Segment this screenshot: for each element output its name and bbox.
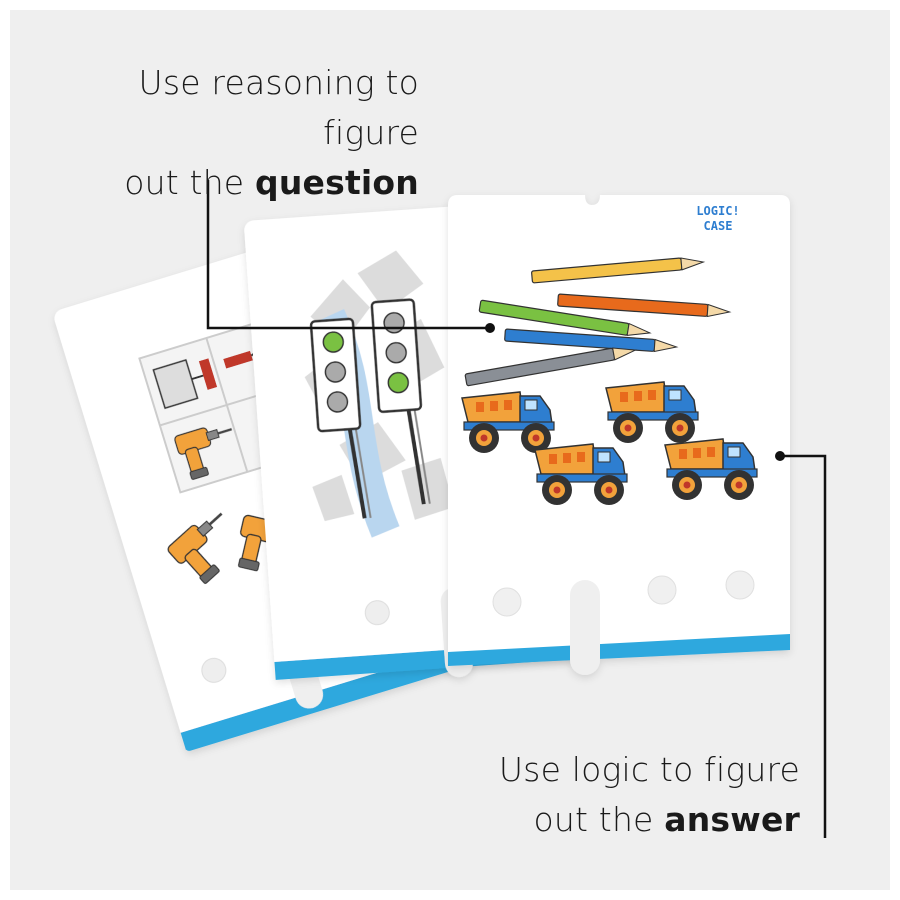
caption-question-prefix: out the bbox=[124, 163, 255, 202]
caption-answer-prefix: out the bbox=[533, 800, 665, 839]
svg-text:CASE: CASE bbox=[704, 219, 733, 233]
cards-illustration: LOGIC! CASE bbox=[54, 180, 827, 838]
caption-answer-line1: Use logic to figure bbox=[498, 750, 800, 789]
callout-dot-answer bbox=[775, 451, 785, 461]
product-panel: LOGIC! CASE Use reasoning to figure out … bbox=[10, 10, 890, 890]
logic-case-logo: LOGIC! CASE bbox=[696, 204, 739, 233]
callout-dot-question bbox=[485, 323, 495, 333]
svg-text:LOGIC!: LOGIC! bbox=[696, 204, 739, 218]
card-front: LOGIC! CASE bbox=[448, 195, 790, 675]
caption-question: Use reasoning to figure out the question bbox=[34, 58, 419, 208]
caption-question-line1: Use reasoning to figure bbox=[138, 63, 419, 152]
caption-answer: Use logic to figure out the answer bbox=[380, 745, 800, 845]
callout-lines bbox=[206, 180, 827, 838]
caption-question-bold: question bbox=[255, 163, 419, 202]
caption-answer-bold: answer bbox=[664, 800, 800, 839]
traffic-light-icon bbox=[309, 317, 372, 519]
